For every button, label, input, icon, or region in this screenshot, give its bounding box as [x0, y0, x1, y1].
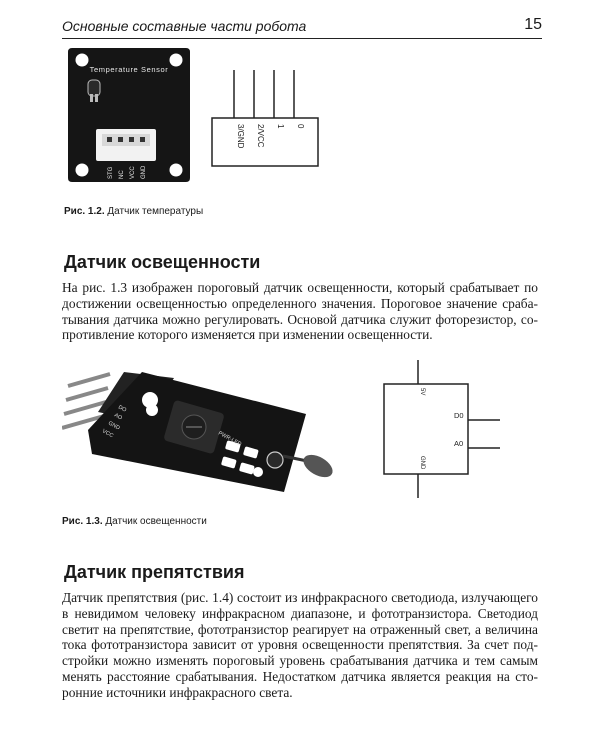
schematic-pin-0: 0 [296, 124, 305, 129]
board-pin-do: DO [117, 404, 128, 414]
pin-label-stg: STG [108, 166, 114, 179]
section-heading-light-sensor: Датчик освещенности [64, 252, 261, 272]
paragraph-line: На рис. 1.3 изображен пороговый датчик о… [62, 280, 538, 295]
page-number: 15 [524, 16, 542, 33]
figure-1-2-label: Рис. 1.2. [64, 206, 105, 217]
board-pin-vcc: VCC [101, 428, 114, 439]
pin-label-nc: NC [119, 170, 125, 179]
page-header: Основные составные части робота 15 [62, 14, 542, 39]
figure-1-3-caption: Рис. 1.3. Датчик освещенности [62, 516, 207, 527]
paragraph-line: противление которого изменяется при изме… [62, 327, 433, 343]
paragraph-line: в невидимом человеку инфракрасном диапаз… [62, 605, 538, 621]
temperature-sensor-photo: Temperature Sensor STG NC VCC GND [68, 48, 190, 182]
paragraph-line: Датчик препятствия (рис. 1.4) состоит из… [62, 590, 538, 605]
figure-1-3-label: Рис. 1.3. [62, 516, 103, 527]
figure-1-3-title: Датчик освещенности [105, 516, 207, 527]
figure-1-2-caption: Рис. 1.2. Датчик температуры [64, 206, 203, 217]
paragraph-line: светит на препятствие, фототранзистор ре… [62, 621, 538, 637]
paragraph-line: ронние источники инфракрасного света. [62, 684, 293, 700]
schematic-pin-1: 1 [276, 124, 285, 129]
light-sensor-photo: DO AO GND VCC PWR-LED [62, 372, 333, 492]
paragraph-line: достижении освещенностью определенного з… [62, 295, 538, 311]
schematic-5v-label: 5V [419, 388, 425, 395]
light-sensor-schematic: 5V GND D0 A0 [383, 360, 500, 498]
board-pin-gnd: GND [107, 420, 121, 431]
paragraph-line: менять расстояние срабатывания. Недостат… [62, 668, 538, 684]
obstacle-sensor-paragraph: Датчик препятствия (рис. 1.4) состоит из… [62, 590, 538, 701]
schematic-d0-label: D0 [454, 411, 464, 420]
schematic-a0-label: A0 [454, 439, 463, 448]
paragraph-line: стройки можно изменять пороговый уровень… [62, 653, 538, 669]
figure-1-2-title: Датчик температуры [107, 206, 204, 217]
pin-label-vcc: VCC [130, 166, 136, 179]
running-title: Основные составные части робота [62, 18, 307, 34]
board-pin-ao: AO [113, 412, 123, 421]
light-sensor-paragraph: На рис. 1.3 изображен пороговый датчик о… [62, 280, 538, 343]
schematic-pin-2vcc: 2/VCC [256, 124, 265, 148]
board-label: Temperature Sensor [90, 65, 169, 74]
schematic-pin-3gnd: 3/GND [236, 124, 245, 149]
pin-label-gnd: GND [141, 165, 147, 179]
schematic-gnd-label: GND [419, 456, 425, 470]
section-heading-obstacle-sensor: Датчик препятствия [64, 562, 245, 582]
paragraph-line: тывания датчика можно регулировать. Осно… [62, 311, 538, 327]
paragraph-line: тока фототранзистора зависит от уровня о… [62, 637, 538, 653]
temperature-sensor-schematic: 0 1 2/VCC 3/GND [211, 70, 319, 167]
